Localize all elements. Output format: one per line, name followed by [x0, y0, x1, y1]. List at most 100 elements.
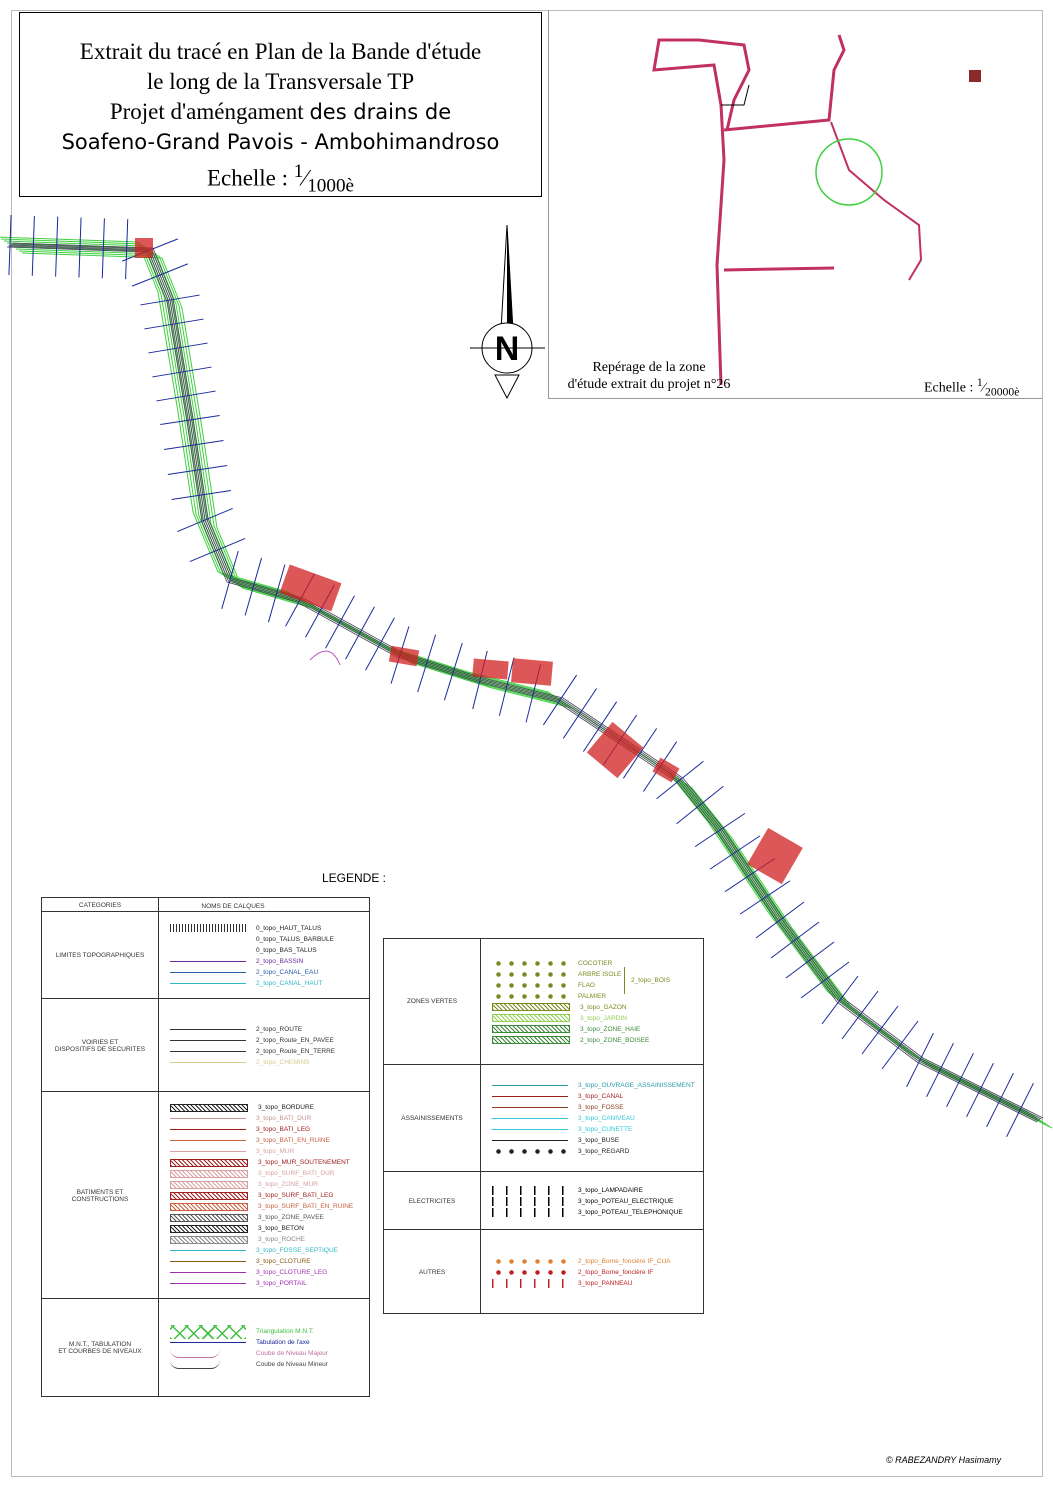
- legend-swatch-icon: [170, 1050, 246, 1052]
- legend-category: ELECTRICITES: [408, 1197, 456, 1205]
- legend-item-label: 3_topo_REGARD: [578, 1148, 630, 1155]
- legend-swatch-icon: [170, 1283, 246, 1284]
- axis-tabulation-line: [325, 595, 355, 649]
- legend-item: 3_topo_SURF_BATI_LEG: [170, 1191, 369, 1200]
- legend-item-label: 3_topo_FOSSE: [578, 1104, 624, 1111]
- legend-item: 3_topo_CLOTURE: [170, 1257, 369, 1266]
- legend-category: LIMITES TOPOGRAPHIQUES: [55, 952, 145, 959]
- legend-swatch-icon: [170, 1191, 248, 1200]
- legend-swatch-icon: [170, 949, 246, 951]
- legend-item-label: 0_topo_TALUS_BARBULE: [256, 935, 334, 943]
- building-polygon: [388, 645, 420, 667]
- contour-line: [6, 246, 1038, 1123]
- legend-item-label: 2_topo_CANAL_HAUT: [256, 979, 323, 987]
- legend-item-label: 3_topo_POTEAU_TELEPHONIQUE: [578, 1208, 683, 1216]
- legend-swatch-icon: [492, 1278, 568, 1288]
- legend-item: 3_topo_ROCHE: [170, 1235, 369, 1244]
- legend-item-label: 2_topo_CHEMINS: [256, 1058, 310, 1066]
- legend-swatch-icon: [492, 1014, 570, 1022]
- legend-swatch-icon: [170, 1213, 248, 1222]
- axis-tabulation-line: [841, 990, 879, 1040]
- legend-title: LEGENDE :: [322, 871, 387, 885]
- axis-tabulation-line: [582, 701, 618, 752]
- legend-item-label: 3_topo_ROCHE: [258, 1236, 305, 1243]
- axis-tabulation-line: [966, 1062, 994, 1118]
- legend-item: 3_topo_ZONE_PAVEE: [170, 1213, 369, 1222]
- contour-line: [12, 242, 1044, 1119]
- legend-swatch-icon: [170, 1061, 246, 1063]
- legend-swatch-icon: [492, 1129, 568, 1130]
- location-inset: Repérage de la zone d'étude extrait du p…: [548, 10, 1042, 399]
- legend-item-label: 3_topo_JARDIN: [580, 1014, 627, 1022]
- axis-tabulation-line: [417, 634, 437, 693]
- axis-tabulation-line: [906, 1032, 934, 1088]
- legend-swatch-icon: [492, 1149, 568, 1154]
- contour-line: [8, 245, 1039, 1122]
- building-polygon: [586, 721, 644, 779]
- legend-item-label: 3_topo_CANIVEAU: [578, 1115, 635, 1122]
- axis-tabulation-line: [244, 557, 263, 616]
- axis-tabulation-line: [160, 415, 220, 425]
- legend-item: 3_topo_POTEAU_TELEPHONIQUE: [492, 1207, 703, 1217]
- legend-item-label: 0_topo_HAUT_TALUS: [256, 924, 322, 932]
- legend-item-label: 3_topo_ZONE_HAIE: [580, 1025, 641, 1033]
- legend-item-label: Triangulation M.N.T.: [256, 1328, 314, 1335]
- legend-category: ASSAINISSEMENTS: [401, 1115, 463, 1122]
- inset-scale-den: 20000è: [985, 385, 1020, 399]
- legend-item: 3_topo_BATI_LEG: [170, 1125, 369, 1134]
- legend-swatch-icon: [170, 1272, 246, 1273]
- legend-item: 3_topo_MUR_SOUTENEMENT: [170, 1158, 369, 1167]
- legend-swatch-icon: [492, 1140, 568, 1141]
- axis-tabulation-line: [189, 538, 246, 562]
- axis-tabulation-line: [144, 318, 204, 330]
- legend-category: M.N.T., TABULATION ET COURBES DE NIVEAUX: [58, 1341, 142, 1355]
- legend-swatch-icon: [170, 1224, 248, 1233]
- inset-scale-num: 1: [976, 376, 983, 389]
- building-polygon: [472, 658, 509, 680]
- legend-category: BATIMENTS ET CONSTRUCTIONS: [71, 1188, 129, 1203]
- axis-tabulation-line: [365, 617, 395, 671]
- legend-item: 2_topo_CANAL_EAU: [170, 968, 369, 977]
- legend-item-label: ARBRE ISOLE: [578, 970, 622, 978]
- legend-item: 3_topo_BETON: [170, 1224, 369, 1233]
- axis-tabulation-line: [881, 1020, 919, 1070]
- axis-tabulation-line: [140, 294, 200, 306]
- legend-item-label: 2_topo_Borne_foncière IF_CUA: [578, 1257, 671, 1265]
- legend-swatch-icon: [492, 1036, 570, 1044]
- legend-swatch-icon: [170, 924, 246, 932]
- legend-item: 3_topo_SURF_BATI_DUR: [170, 1169, 369, 1178]
- sheet-border: [11, 10, 1043, 1477]
- legend-item: 3_topo_PANNEAU: [492, 1278, 703, 1288]
- legend-item-label: Tabulation de l'axe: [256, 1339, 310, 1346]
- axis-tabulation-line: [946, 1052, 974, 1108]
- legend-item-label: 3_topo_BATI_DUR: [256, 1115, 312, 1122]
- legend-swatch-icon: [170, 971, 246, 973]
- axis-tabulation-line: [152, 366, 212, 378]
- axis-tabulation-line: [131, 263, 189, 287]
- title-line-4: Soafeno-Grand Pavois - Ambohimandroso: [61, 130, 500, 154]
- legend-item: 3_topo_JARDIN: [492, 1014, 703, 1023]
- triangulation-line: [21, 252, 1053, 1129]
- legend-item-label: 3_topo_BETON: [258, 1225, 304, 1232]
- legend-item: 3_topo_CANIVEAU: [492, 1114, 703, 1123]
- legend-item: 3_topo_PORTAIL: [170, 1279, 369, 1288]
- contour-major: [309, 650, 341, 666]
- axis-tabulation-line: [78, 217, 82, 278]
- axis-tabulation-line: [8, 215, 12, 275]
- axis-tabulation-line: [148, 342, 208, 354]
- axis-tabulation-line: [221, 551, 239, 609]
- legend-item-label: 3_topo_CUNETTE: [578, 1126, 633, 1133]
- triangulation-line: [0, 236, 1029, 1113]
- legend-item-label: 2_topo_Route_EN_PAVEE: [256, 1036, 334, 1044]
- axis-tabulation-line: [562, 688, 598, 739]
- axis-tabulation-line: [125, 219, 129, 280]
- legend-swatch-icon: [170, 938, 246, 940]
- north-label: N: [495, 330, 520, 368]
